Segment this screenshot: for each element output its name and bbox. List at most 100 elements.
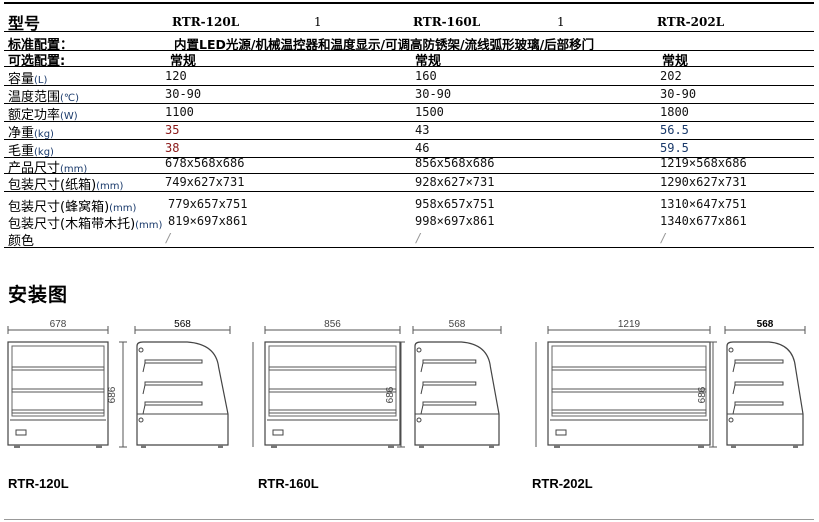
row-label-text: 颜色 [8,234,35,249]
row-value: 819×697x861 [168,214,248,228]
row-label-text: 包装尺寸(纸箱) [8,178,97,193]
row-label-text: 毛重 [8,144,35,159]
divider [4,66,814,67]
row-value: / [165,231,173,245]
row-unit: (mm) [135,220,163,231]
divider [4,31,814,32]
divider [4,139,814,140]
row-value: 678x568x686 [165,156,245,170]
row-label: 额定功率(W) [8,104,78,123]
row-value: 998×697x861 [415,214,495,228]
divider [4,191,814,192]
row-label-text: 温度范围 [8,90,61,105]
row-unit: (kg) [34,129,54,140]
model-1: RTR-120L [172,15,240,29]
row-value: 856x568x686 [415,156,495,170]
qty-1: 1 [314,15,322,29]
height-dimension: 686 [697,386,708,403]
diagram-caption: RTR-120L [8,476,69,491]
row-value: / [415,231,423,245]
row-label-text: 容量 [8,72,35,87]
depth-dimension: 568 [449,319,466,330]
row-value: 30-90 [660,87,697,101]
row-value: 30-90 [415,87,452,101]
row-label: 毛重(kg) [8,140,54,159]
optional-value-1: 常规 [170,54,197,69]
row-value: 202 [660,69,682,83]
divider [4,85,814,86]
row-label: 净重(kg) [8,122,54,141]
standard-value: 内置LED光源/机械温控器和温度显示/可调高防锈架/流线弧形玻璃/后部移门 [174,37,595,52]
row-value: 1219×568x686 [660,156,747,170]
divider [4,173,814,174]
row-label: 容量(L) [8,68,47,87]
row-value: 120 [165,69,187,83]
cabinet-diagram: 1219 568 686 [535,319,806,448]
row-value: 38 [165,141,180,155]
row-value: 35 [165,123,180,137]
row-value: 958x657x751 [415,197,495,211]
row-label: 包装尺寸(木箱带木托)(mm) [8,213,162,232]
cabinet-diagram: 856 568 686 [252,319,502,448]
diagram-caption: RTR-160L [258,476,319,491]
install-title: 安装图 [8,284,69,306]
row-unit: (W) [60,111,78,122]
qty-2: 1 [557,15,565,29]
row-label: 温度范围(℃) [8,86,79,105]
row-unit: (mm) [60,164,88,175]
model-label: 型号 [8,14,41,33]
model-3: RTR-202L [657,15,725,29]
row-value: 1500 [415,105,444,119]
row-value: 1310×647x751 [660,197,747,211]
row-value: 1800 [660,105,689,119]
optional-value-3: 常规 [662,54,689,69]
row-label: 包装尺寸(蜂窝箱)(mm) [8,196,136,215]
row-label-text: 包装尺寸(蜂窝箱) [8,200,110,215]
row-value: 1290x627x731 [660,175,747,189]
width-dimension: 856 [324,319,341,330]
divider [4,121,814,122]
row-value: 1340x677x861 [660,214,747,228]
row-value: 1100 [165,105,194,119]
row-label: 产品尺寸(mm) [8,157,87,176]
row-value: 56.5 [660,123,689,137]
row-label: 包装尺寸(纸箱)(mm) [8,174,123,193]
row-value: 59.5 [660,141,689,155]
row-label-text: 包装尺寸(木箱带木托) [8,217,136,232]
standard-label: 标准配置： [8,38,74,53]
row-value: / [660,231,668,245]
divider [4,103,814,104]
row-value: 749x627x731 [165,175,245,189]
divider [4,519,814,520]
row-value: 160 [415,69,437,83]
row-label-text: 净重 [8,126,35,141]
row-value: 779x657x751 [168,197,248,211]
row-unit: (kg) [34,147,54,158]
width-dimension: 678 [50,319,67,330]
divider [4,157,814,158]
row-value: 46 [415,141,430,155]
row-label-text: 产品尺寸 [8,161,61,176]
depth-dimension: 568 [757,319,774,330]
row-unit: (℃) [60,93,80,104]
row-label-text: 额定功率 [8,108,61,123]
width-dimension: 1219 [618,319,641,330]
depth-dimension: 568 [174,319,191,330]
row-value: 43 [415,123,430,137]
diagram-caption: RTR-202L [532,476,593,491]
optional-value-2: 常规 [415,54,442,69]
divider [4,50,814,51]
height-dimension: 686 [107,386,118,403]
height-dimension: 686 [385,386,396,403]
divider [4,247,814,248]
optional-label: 可选配置: [8,54,66,69]
divider [4,2,814,4]
row-value: 928x627×731 [415,175,495,189]
model-2: RTR-160L [413,15,481,29]
row-value: 30-90 [165,87,202,101]
row-unit: (mm) [96,181,124,192]
row-unit: (L) [34,75,48,86]
row-label: 颜色 [8,230,34,249]
cabinet-diagram: 678 568 686 [7,319,231,448]
row-unit: (mm) [109,203,137,214]
